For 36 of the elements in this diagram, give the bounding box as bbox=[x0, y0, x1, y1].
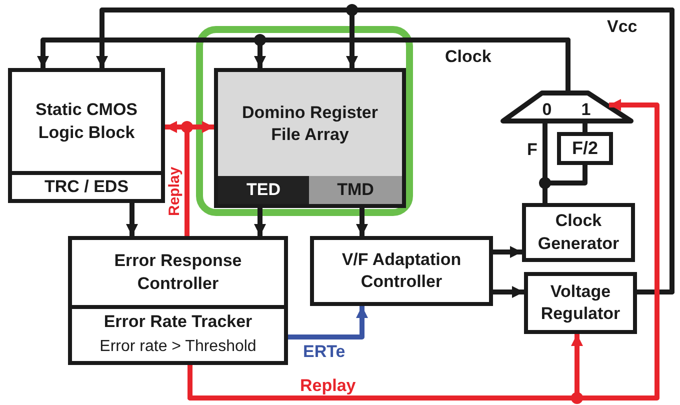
block-label: V/F Adaptation Controller bbox=[340, 248, 462, 293]
block-label: TRC / EDS bbox=[44, 176, 129, 198]
connector-arrow bbox=[288, 306, 368, 340]
block-label: Error Response Controller bbox=[113, 250, 243, 294]
detector-band bbox=[218, 176, 309, 204]
edge-label: Replay bbox=[166, 166, 183, 216]
connector-arrow bbox=[346, 8, 674, 294]
connector-arrow bbox=[126, 203, 138, 236]
signal-label: Vcc bbox=[607, 17, 638, 37]
signal-label: Clock bbox=[445, 47, 492, 67]
block-label: Error Rate Tracker bbox=[104, 310, 252, 333]
register-file-block bbox=[214, 68, 406, 208]
block-label: TMD bbox=[337, 178, 374, 201]
detector-band bbox=[309, 176, 402, 204]
edge-label: ERTe bbox=[303, 342, 346, 362]
block-label: 0 bbox=[542, 98, 552, 121]
connector-arrow bbox=[188, 334, 583, 400]
connector-line bbox=[582, 121, 588, 132]
edge-label: Replay bbox=[300, 376, 356, 396]
block-label: Domino Register File Array bbox=[240, 102, 380, 146]
highlight-frame bbox=[196, 26, 413, 216]
controller-box bbox=[68, 236, 288, 365]
block-label: TED bbox=[246, 178, 280, 201]
block-label: Clock Generator bbox=[536, 210, 620, 254]
controller-box bbox=[310, 236, 493, 306]
block-label: F/2 bbox=[572, 136, 598, 160]
block-label: 1 bbox=[581, 98, 591, 121]
connector-arrow bbox=[493, 246, 522, 258]
signal-label: F bbox=[527, 140, 538, 160]
block-label: Voltage Regulator bbox=[540, 280, 622, 325]
block-label: Error rate > Threshold bbox=[100, 336, 256, 357]
connector-arrow bbox=[493, 286, 524, 298]
block-label: Static CMOS Logic Block bbox=[34, 99, 139, 144]
generator-box bbox=[522, 203, 635, 262]
logic-block bbox=[8, 68, 165, 203]
regulator-box bbox=[524, 272, 637, 334]
